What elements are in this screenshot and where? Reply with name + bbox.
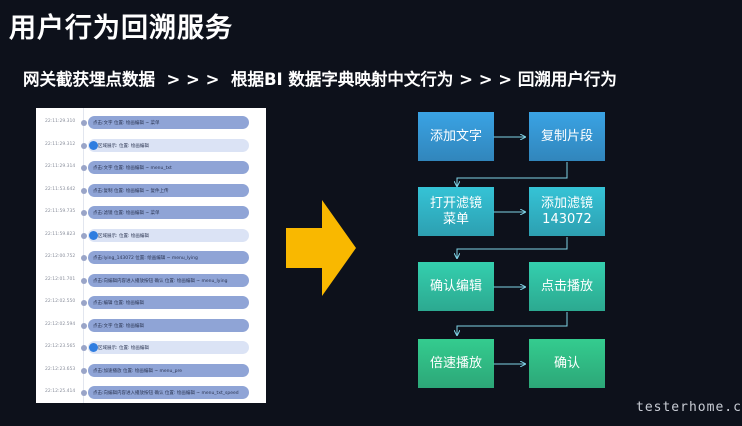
log-timestamp: 22:12:01.701 <box>45 276 76 282</box>
timeline-dot <box>81 300 87 306</box>
log-event-bar[interactable]: 点击:向编辑内容进入播放按钮 确认 位置: 绘画编辑 ~ menu_lying <box>88 273 249 287</box>
subtitle-step-mapping: 根据BI 数据字典映射中文行为 <box>230 70 454 89</box>
pipeline-subtitle: 网关截获埋点数据 > > > 根据BI 数据字典映射中文行为 > > > 回溯用… <box>23 66 617 90</box>
log-row: 22:12:02.594 点击:文字 位置: 绘画编辑 <box>36 315 266 337</box>
log-event-text: 区域展示: 位置: 绘画编辑 <box>98 233 149 239</box>
subtitle-separator: > > > <box>155 70 231 89</box>
log-event-text: 点击:滤镜 位置: 绘画编辑 ~ 菜单 <box>93 211 160 216</box>
log-timestamp: 22:12:02.550 <box>45 299 76 304</box>
log-row: 22:11:59.823 区域展示: 位置: 绘画编辑 <box>36 225 266 247</box>
right-arrow-icon <box>286 200 356 296</box>
log-event-bar[interactable]: 点击:编辑 位置: 绘画编辑 <box>88 296 249 309</box>
timeline-dot <box>81 232 87 239</box>
log-row: 22:12:23.653 点击:加速播放 位置: 绘画编辑 ~ menu_pre <box>36 360 266 382</box>
step-speed-play: 倍速播放 <box>418 339 494 388</box>
log-timestamp: 22:11:29.310 <box>45 119 76 124</box>
log-event-bar[interactable]: 点击:文字 位置: 绘画编辑 <box>88 318 249 332</box>
timeline-dot <box>81 120 87 126</box>
log-event-bar[interactable]: 区域展示: 位置: 绘画编辑 <box>88 341 249 354</box>
log-timestamp: 22:12:02.594 <box>45 321 76 327</box>
log-row: 22:12:23.565 区域展示: 位置: 绘画编辑 <box>36 337 266 359</box>
log-row: 22:12:01.701 点击:向编辑内容进入播放按钮 确认 位置: 绘画编辑 ~… <box>36 270 266 292</box>
log-row: 22:11:59.735 点击:滤镜 位置: 绘画编辑 ~ 菜单 <box>36 202 266 224</box>
page-title: 用户行为回溯服务 <box>9 13 233 44</box>
log-event-bar[interactable]: 区域展示: 位置: 绘画编辑 <box>88 138 249 152</box>
plus-circle-icon <box>89 343 98 352</box>
log-event-text: 点击:编辑 位置: 绘画编辑 <box>93 301 144 306</box>
step-confirm: 确认 <box>529 339 605 388</box>
log-event-bar[interactable]: 点击:向编辑内容进入播放按钮 确认 位置: 绘画编辑 ~ menu_txt_sp… <box>88 386 249 399</box>
log-timestamp: 22:11:53.642 <box>45 186 76 192</box>
watermark: testerhome.com <box>636 400 742 415</box>
log-event-text: 点击:加速播放 位置: 绘画编辑 ~ menu_pre <box>93 368 183 374</box>
timeline-dot <box>81 322 87 329</box>
log-timestamp: 22:11:29.312 <box>45 141 76 147</box>
log-event-bar[interactable]: 点击:加速播放 位置: 绘画编辑 ~ menu_pre <box>88 363 249 377</box>
log-timestamp: 22:12:23.565 <box>45 344 76 349</box>
timeline-dot <box>81 277 87 284</box>
step-open-filter-menu: 打开滤镜 菜单 <box>418 187 494 236</box>
step-add-filter: 添加滤镜 143072 <box>529 187 605 236</box>
log-event-text: 点击:文字 位置: 绘画编辑 ~ 菜单 <box>93 121 160 126</box>
timeline-dot <box>81 142 87 149</box>
step-copy-clip: 复制片段 <box>529 112 605 161</box>
log-event-bar[interactable]: 点击:文字 位置: 绘画编辑 ~ menu_txt <box>88 161 249 174</box>
log-timestamp: 22:12:25.414 <box>45 389 76 394</box>
timeline-dot <box>81 367 87 374</box>
log-row: 22:11:29.314 点击:文字 位置: 绘画编辑 ~ menu_txt <box>36 157 266 179</box>
log-row: 22:11:29.310 点击:文字 位置: 绘画编辑 ~ 菜单 <box>36 112 266 134</box>
timeline-dot <box>81 255 87 261</box>
log-event-text: 点击:lying_143072 位置: 绘画编辑 ~ menu_lying <box>93 256 198 261</box>
step-click-play: 点击播放 <box>529 262 605 311</box>
log-event-text: 点击:文字 位置: 绘画编辑 <box>93 323 144 329</box>
log-event-text: 区域展示: 位置: 绘画编辑 <box>98 346 149 351</box>
timeline-dot <box>81 187 87 194</box>
timeline-dot <box>81 345 87 351</box>
log-row: 22:12:25.414 点击:向编辑内容进入播放按钮 确认 位置: 绘画编辑 ~… <box>36 382 266 403</box>
log-row: 22:11:53.642 点击:复制 位置: 绘画编辑 ~ 复件上传 <box>36 180 266 202</box>
log-timestamp: 22:12:00.752 <box>45 254 76 259</box>
log-event-bar[interactable]: 点击:滤镜 位置: 绘画编辑 ~ 菜单 <box>88 206 249 219</box>
log-event-bar[interactable]: 点击:lying_143072 位置: 绘画编辑 ~ menu_lying <box>88 251 249 264</box>
connector-arrow <box>457 162 568 186</box>
connector-arrow <box>457 312 568 335</box>
connector-arrow <box>457 237 568 258</box>
plus-circle-icon <box>89 230 98 240</box>
log-row: 22:12:00.752 点击:lying_143072 位置: 绘画编辑 ~ m… <box>36 247 266 269</box>
step-add-text: 添加文字 <box>418 112 494 161</box>
log-row: 22:12:02.550 点击:编辑 位置: 绘画编辑 <box>36 292 266 314</box>
log-event-text: 点击:向编辑内容进入播放按钮 确认 位置: 绘画编辑 ~ menu_lying <box>93 278 228 284</box>
log-timestamp: 22:11:29.314 <box>45 164 76 169</box>
timeline-dot <box>81 210 87 216</box>
log-event-text: 点击:文字 位置: 绘画编辑 ~ menu_txt <box>93 166 172 171</box>
log-event-text: 点击:向编辑内容进入播放按钮 确认 位置: 绘画编辑 ~ menu_txt_sp… <box>93 391 239 396</box>
log-event-text: 点击:复制 位置: 绘画编辑 ~ 复件上传 <box>93 188 169 194</box>
subtitle-step-capture: 网关截获埋点数据 <box>23 70 155 89</box>
log-row: 22:11:29.312 区域展示: 位置: 绘画编辑 <box>36 135 266 157</box>
log-timestamp: 22:12:23.653 <box>45 366 76 372</box>
log-event-bar[interactable]: 点击:文字 位置: 绘画编辑 ~ 菜单 <box>88 116 249 129</box>
plus-circle-icon <box>89 140 98 150</box>
log-event-text: 区域展示: 位置: 绘画编辑 <box>98 143 149 149</box>
log-timestamp: 22:11:59.823 <box>45 231 76 237</box>
timeline-dot <box>81 165 87 171</box>
subtitle-separator: > > > <box>453 70 518 89</box>
log-event-bar[interactable]: 点击:复制 位置: 绘画编辑 ~ 复件上传 <box>88 183 249 197</box>
log-event-bar[interactable]: 区域展示: 位置: 绘画编辑 <box>88 228 249 242</box>
subtitle-step-replay: 回溯用户行为 <box>517 70 617 89</box>
timeline-dot <box>81 390 87 396</box>
log-timestamp: 22:11:59.735 <box>45 209 76 214</box>
step-confirm-edit: 确认编辑 <box>418 262 494 311</box>
